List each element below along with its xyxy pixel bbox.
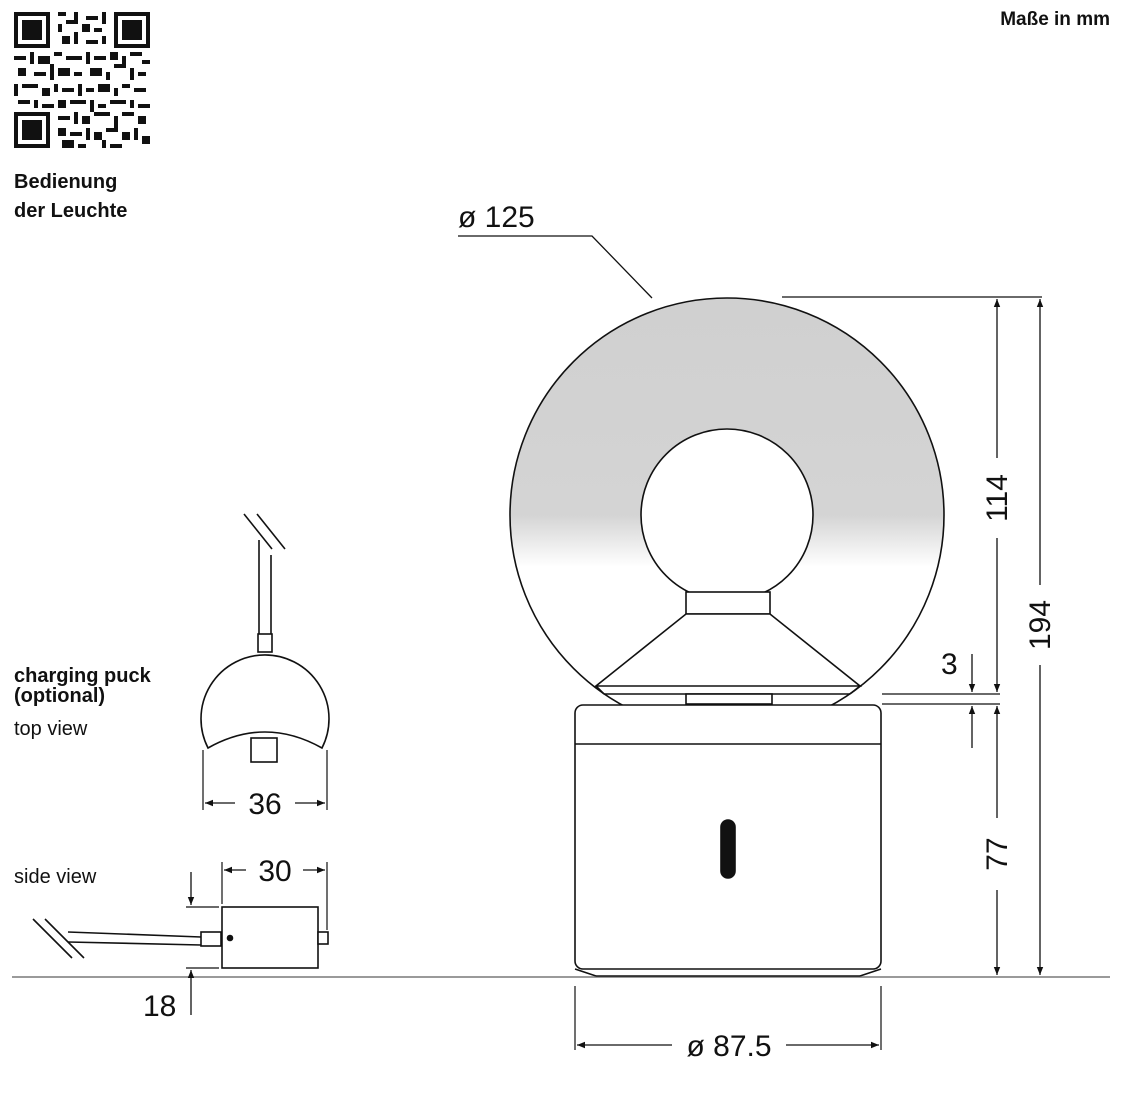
puck-top-shape — [200, 654, 330, 750]
dim-shade-diameter: ø 125 — [458, 201, 535, 234]
lamp-neck — [685, 591, 771, 615]
lamp-stem — [685, 693, 773, 705]
dim-gap: 3 — [941, 648, 958, 681]
dim-upper-height: 114 — [981, 474, 1014, 522]
units-note: Maße in mm — [1000, 9, 1110, 30]
puck-title-line2: (optional) — [14, 685, 106, 707]
qr-code-icon[interactable] — [14, 12, 150, 148]
lamp-front-view — [509, 297, 945, 977]
lamp-bulb — [640, 428, 814, 602]
puck-title-line1: charging puck — [14, 665, 151, 687]
dim-puck-width: 36 — [248, 788, 281, 821]
lamp-indicator — [720, 819, 736, 879]
puck-title: charging puck (optional) — [14, 666, 151, 706]
dim-base-height: 77 — [981, 837, 1014, 870]
puck-side-view-label: side view — [14, 866, 97, 888]
qr-caption-line1: Bedienung — [14, 171, 118, 193]
puck-side-body — [221, 906, 319, 969]
qr-caption-line2: der Leuchte — [14, 200, 128, 222]
dim-base-diameter: ø 87.5 — [686, 1030, 771, 1063]
puck-side-view — [32, 906, 329, 969]
dim-puck-height: 18 — [143, 990, 176, 1023]
dim-total-height: 194 — [1024, 600, 1057, 650]
dim-puck-length: 30 — [258, 855, 291, 888]
puck-top-view — [200, 513, 330, 763]
puck-top-view-label: top view — [14, 718, 88, 740]
qr-caption: Bedienung der Leuchte — [14, 168, 127, 226]
